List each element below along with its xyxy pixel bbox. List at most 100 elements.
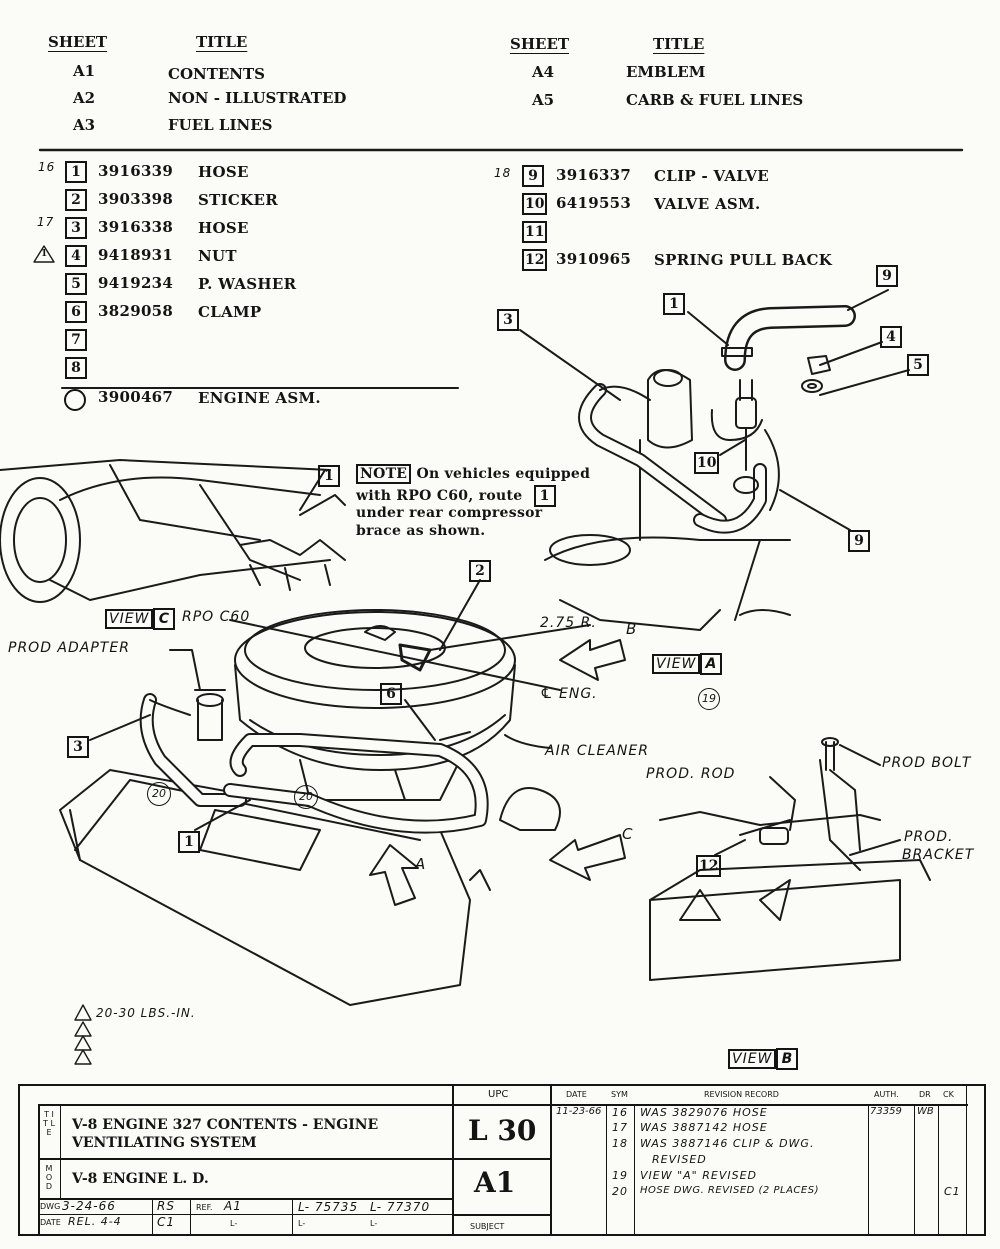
rev-text: HOSE DWG. REVISED (2 PLACES) xyxy=(640,1185,819,1196)
index-title: CARB & FUEL LINES xyxy=(626,91,804,109)
divider xyxy=(38,1198,452,1200)
item-number-box: 10 xyxy=(522,193,548,215)
note-line-4: brace as shown. xyxy=(356,523,486,539)
rev-date-header: DATE xyxy=(566,1090,587,1099)
l-blank-1: L- xyxy=(230,1219,238,1228)
callout-1: 1 xyxy=(663,293,685,315)
callout-3: 3 xyxy=(67,736,89,758)
rev-text: WAS 3887142 HOSE xyxy=(640,1121,768,1134)
rev-text: WAS 3887146 CLIP & DWG. xyxy=(640,1137,815,1150)
torque-note: 20-30 LBS.-IN. xyxy=(96,1006,196,1020)
title-header-right: TITLE xyxy=(653,35,705,53)
upc-column xyxy=(452,1084,552,1236)
divider xyxy=(938,1104,939,1236)
item-number-box: 4 xyxy=(65,245,87,267)
item-number-box: 5 xyxy=(65,273,87,295)
divider xyxy=(966,1084,967,1236)
dwg-date: 3-24-66 xyxy=(62,1199,116,1213)
rev-auth: 73359 xyxy=(870,1106,902,1117)
index-title: CONTENTS xyxy=(168,65,266,83)
part-number: 9418931 xyxy=(98,246,174,264)
ref-mark: 18 xyxy=(494,166,512,180)
note-box: 1 xyxy=(533,485,556,507)
engine-part-number: 3900467 xyxy=(98,388,174,406)
part-number: 3903398 xyxy=(98,190,174,208)
revision-20-circle: 20 xyxy=(294,785,318,809)
item-number-box: 12 xyxy=(522,249,548,271)
item-number-box: 7 xyxy=(65,329,87,351)
index-sheet: A4 xyxy=(532,63,555,81)
arrow-a-label: A xyxy=(415,855,427,873)
part-name: CLAMP xyxy=(198,303,262,321)
callout-1: 1 xyxy=(318,465,340,487)
index-sheet: A2 xyxy=(73,89,96,107)
title-block xyxy=(18,1084,986,1236)
l-blank-3: L- xyxy=(370,1219,378,1228)
divider xyxy=(152,1198,153,1236)
item-number-box: 6 xyxy=(65,301,87,323)
callout-9: 9 xyxy=(848,530,870,552)
callout-2: 2 xyxy=(469,560,491,582)
divider xyxy=(552,1104,968,1106)
index-sheet: A1 xyxy=(73,62,96,80)
divider xyxy=(452,1104,552,1106)
rev-sym: 16 xyxy=(612,1106,628,1119)
part-number: 3829058 xyxy=(98,302,174,320)
note-text: On vehicles equipped xyxy=(416,466,591,482)
title-line-1: V-8 ENGINE 327 CONTENTS - ENGINE xyxy=(72,1117,379,1133)
divider xyxy=(606,1104,607,1236)
item-number-box: 1 xyxy=(65,161,87,183)
ref-mark: 16 xyxy=(38,160,56,174)
divider xyxy=(452,1214,552,1216)
index-title: FUEL LINES xyxy=(168,116,273,134)
prod-bolt-label: PROD BOLT xyxy=(882,755,972,771)
rev-ck: C1 xyxy=(944,1185,961,1198)
arrow-c-label: C xyxy=(622,825,634,843)
index-title: NON - ILLUSTRATED xyxy=(168,89,347,107)
note-tag: NOTE xyxy=(356,464,412,484)
rpo-label: RPO C60 xyxy=(182,609,251,625)
part-name: NUT xyxy=(198,247,237,265)
part-name: HOSE xyxy=(198,163,249,181)
engine-part-name: ENGINE ASM. xyxy=(198,389,321,407)
divider xyxy=(292,1198,293,1236)
divider xyxy=(868,1104,869,1236)
dwg-init: RS xyxy=(157,1199,175,1213)
title-line-2: VENTILATING SYSTEM xyxy=(72,1135,257,1151)
rev-text: REVISED xyxy=(652,1153,707,1166)
part-number: 3916338 xyxy=(98,218,174,236)
rev-sym-header: SYM xyxy=(611,1090,628,1099)
item-number-box: 11 xyxy=(522,221,548,243)
rev-sym: 19 xyxy=(612,1169,628,1182)
part-number: 6419553 xyxy=(556,194,632,212)
prod-bracket-label-2: BRACKET xyxy=(902,847,975,863)
index-title: EMBLEM xyxy=(626,63,706,81)
divider xyxy=(38,1214,452,1215)
callout-12: 12 xyxy=(696,855,722,877)
air-cleaner-label: AIR CLEANER xyxy=(545,743,649,759)
callout-6: 6 xyxy=(380,683,402,705)
arrow-b-label: B xyxy=(626,620,638,638)
callout-5: 5 xyxy=(907,354,929,376)
callout-10: 10 xyxy=(694,452,720,474)
ref-value: A1 xyxy=(224,1199,242,1213)
part-name: CLIP - VALVE xyxy=(654,167,770,185)
part-number: 3916337 xyxy=(556,166,632,184)
index-sheet: A3 xyxy=(73,116,96,134)
date-label: DATE xyxy=(40,1218,61,1227)
rev-dr-header: DR xyxy=(919,1090,931,1099)
rev-text: VIEW "A" REVISED xyxy=(640,1169,757,1182)
part-number: 9419234 xyxy=(98,274,174,292)
dwg-label: DWG xyxy=(40,1202,61,1211)
rev-record-header: REVISION RECORD xyxy=(704,1090,779,1099)
title-area xyxy=(38,1104,452,1236)
title-header-left: TITLE xyxy=(196,33,248,51)
radius-label: 2.75 R. xyxy=(540,615,597,631)
rev-sym: 18 xyxy=(612,1137,628,1150)
prod-bracket-label-1: PROD. xyxy=(904,829,954,845)
item-number-box: 2 xyxy=(65,189,87,211)
rev-date: 11-23-66 xyxy=(556,1106,602,1117)
revision-20-circle: 20 xyxy=(147,782,171,806)
